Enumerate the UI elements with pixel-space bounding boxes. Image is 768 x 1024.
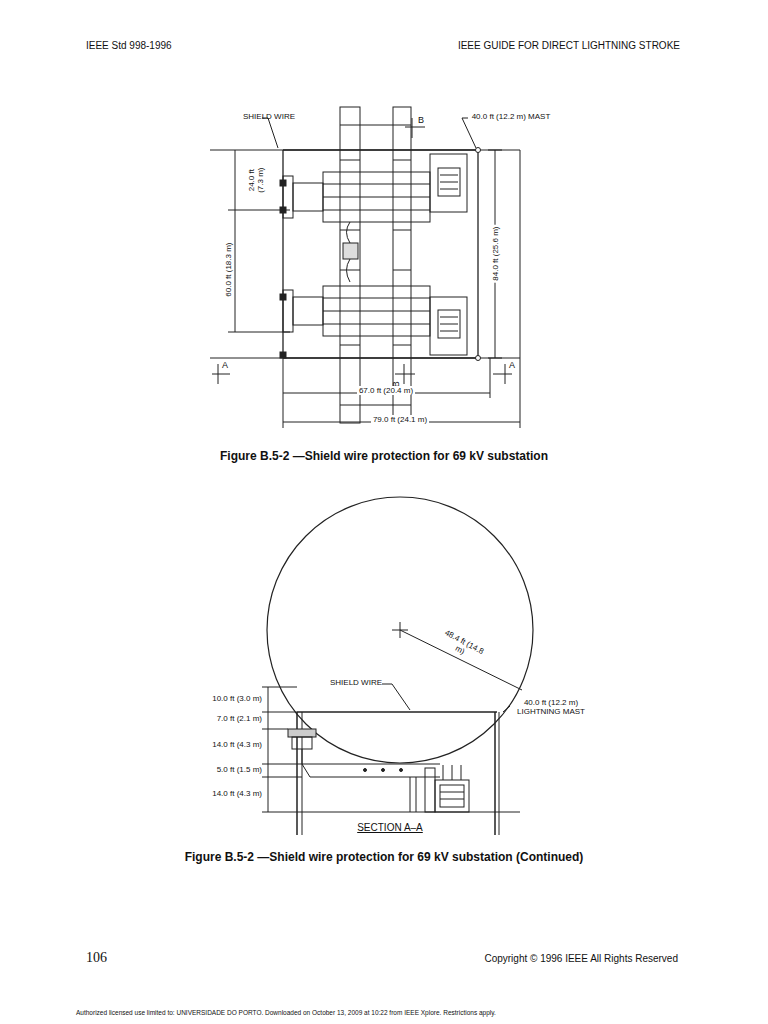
part-label: 40.0 ft (12.2 m) LIGHTNING MAST: [510, 698, 592, 716]
part-label: 40.0 ft (12.2 m) MAST: [470, 112, 552, 121]
part-label: SHIELD WIRE: [243, 112, 295, 121]
running-header: IEEE GUIDE FOR DIRECT LIGHTNING STROKE: [458, 40, 680, 52]
running-header: IEEE Std 998-1996: [86, 40, 172, 52]
license-footer: Authorized licensed use limited to: UNIV…: [76, 1009, 496, 1016]
figure-caption: Figure B.5-2 —Shield wire protection for…: [220, 450, 548, 464]
plan-view: [210, 107, 520, 428]
dimension: 67.0 ft (20.4 m): [357, 386, 415, 395]
section-marker: B: [418, 115, 424, 125]
dimension: 7.0 ft (2.1 m): [217, 714, 262, 723]
dimension: 79.0 ft (24.1 m): [371, 415, 429, 424]
dimension: 14.0 ft (4.3 m): [212, 789, 262, 798]
dimension: 14.0 ft (4.3 m): [212, 740, 262, 749]
dimension: 60.0 ft (18.3 m): [223, 243, 232, 297]
dimension: 84.0 ft (25.6 m): [490, 225, 499, 283]
section-view: [262, 497, 533, 835]
section-title: SECTION A–A: [357, 822, 423, 834]
section-marker: A: [222, 360, 228, 370]
dimension: 24.0 ft (7.3 m): [247, 165, 265, 195]
dimension: 5.0 ft (1.5 m): [217, 765, 262, 774]
copyright: Copyright © 1996 IEEE All Rights Reserve…: [484, 953, 678, 965]
section-marker: A: [509, 360, 515, 370]
page-number: 106: [86, 950, 107, 966]
part-label: SHIELD WIRE: [330, 678, 382, 687]
figure-caption: Figure B.5-2 —Shield wire protection for…: [185, 851, 584, 865]
dimension: 10.0 ft (3.0 m): [212, 694, 262, 703]
dimension: 48.4 ft (14.8 m): [438, 628, 485, 665]
